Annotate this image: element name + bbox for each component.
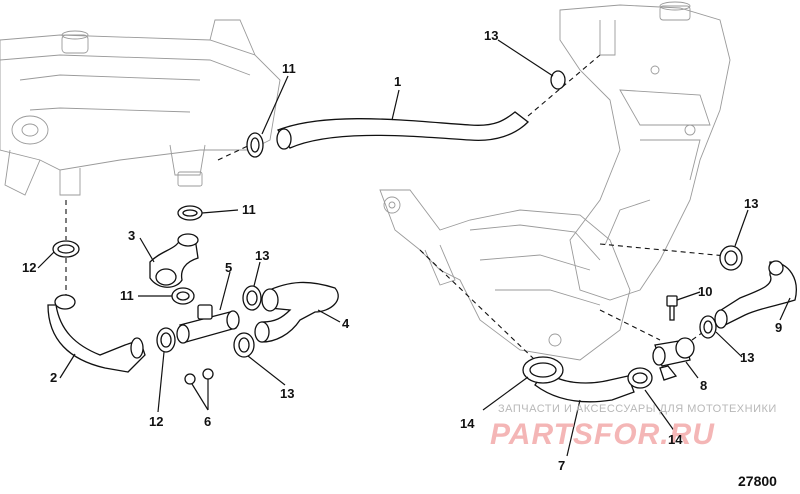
callout-10: 10 [698, 284, 712, 299]
callout-6: 6 [204, 414, 211, 429]
hose-part-7 [534, 368, 635, 403]
tee-fitting-part-8 [652, 337, 695, 381]
clamp-14-left [522, 356, 564, 384]
hose-part-4 [254, 281, 339, 343]
callout-12-left: 12 [22, 260, 36, 275]
hose-part-9 [714, 260, 797, 329]
assembly-line-11-top [217, 143, 253, 161]
callout-12-low: 12 [149, 414, 163, 429]
callout-14-left: 14 [460, 416, 475, 431]
callout-13-right-lower: 13 [740, 350, 754, 365]
callout-9: 9 [775, 320, 782, 335]
clamp-13-mid [242, 285, 262, 311]
connector-part-5 [176, 304, 240, 344]
clamp-12-low [156, 327, 176, 353]
callout-13-top: 13 [484, 28, 498, 43]
callout-3: 3 [128, 228, 135, 243]
clamp-11-top [246, 132, 264, 158]
clamp-13-right-lower [699, 315, 717, 339]
callout-13-right-upper: 13 [744, 196, 758, 211]
hose-part-2 [47, 294, 146, 373]
clamp-13-top [550, 70, 566, 90]
hose-part-3 [149, 233, 199, 288]
leader-lines [37, 39, 791, 457]
callout-2: 2 [50, 370, 57, 385]
callout-5: 5 [225, 260, 232, 275]
clamp-11-mid [177, 205, 203, 221]
callout-7: 7 [558, 458, 565, 473]
engine-block-right-lower [379, 189, 631, 361]
callout-13-low: 13 [280, 386, 294, 401]
clamp-13-low [233, 332, 255, 358]
callout-1: 1 [394, 74, 401, 89]
engine-block-left [0, 19, 281, 196]
assembly-line-13-right [691, 329, 707, 341]
callout-11-mid: 11 [242, 202, 256, 217]
callout-14-right: 14 [668, 432, 683, 447]
watermark-logo: PARTSFOR.RU [490, 418, 715, 451]
figure-number: 27800 [738, 473, 777, 489]
sensor-part-10 [666, 295, 678, 321]
callout-11-top: 11 [282, 61, 296, 76]
clamp-13-right-upper [719, 245, 743, 271]
clamp-12-left [52, 240, 80, 258]
clamp-11-low [171, 287, 195, 305]
assembly-line-7 [419, 249, 536, 361]
callout-11-low: 11 [120, 288, 134, 303]
watermark-text: ЗАПЧАСТИ И АКСЕССУАРЫ ДЛЯ МОТОТЕХНИКИ [498, 403, 777, 415]
callout-13-mid: 13 [255, 248, 269, 263]
callout-4: 4 [342, 316, 350, 331]
engine-block-right-upper [559, 1, 731, 301]
assembly-line-8 [599, 309, 661, 341]
clamp-14-right [627, 367, 653, 389]
assembly-line-9 [599, 243, 727, 257]
hose-part-1 [276, 111, 529, 150]
callout-8: 8 [700, 378, 707, 393]
plug-part-6 [184, 368, 214, 385]
